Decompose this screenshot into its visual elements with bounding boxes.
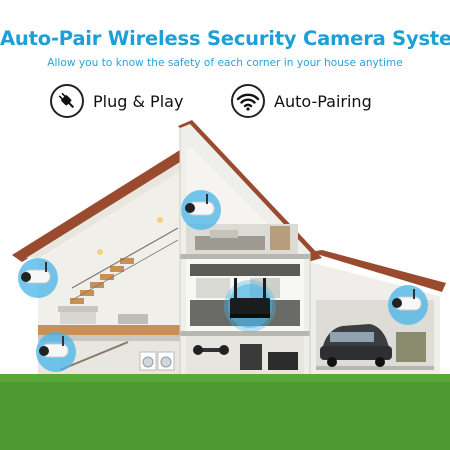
camera-left-upper [18,258,58,298]
wifi-icon [231,84,265,118]
garage-roof [310,250,446,292]
camera-left-lower [36,332,76,372]
sofa [60,310,96,324]
feature-auto-pairing: Auto-Pairing [231,84,372,118]
nvr-router [224,278,276,332]
grass [0,374,450,450]
camera-attic [181,190,221,230]
page-subtitle: Allow you to know the safety of each cor… [47,57,403,69]
feature-label: Plug & Play [93,91,184,111]
feature-label: Auto-Pairing [274,91,372,111]
plug-icon [50,84,84,118]
camera-garage [388,285,428,325]
page-title: Auto-Pair Wireless Security Camera Syste… [0,27,450,50]
left-roof [12,150,186,262]
staircase [70,258,134,304]
car [320,324,392,367]
left-wing-interior [38,172,180,335]
feature-plug-and-play: Plug & Play [50,84,183,118]
